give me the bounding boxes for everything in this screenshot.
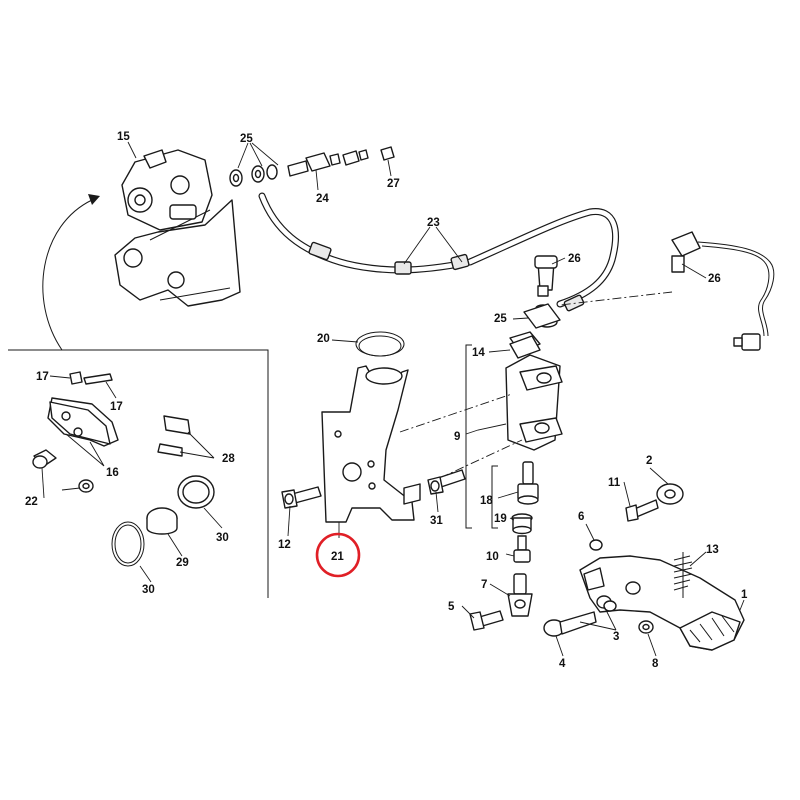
callout-11: 11 [608, 477, 621, 489]
callout-18: 18 [480, 495, 493, 507]
callout-1: 1 [741, 589, 748, 601]
callout-14: 14 [472, 347, 485, 359]
callout-29: 29 [176, 557, 189, 569]
callout-26-left: 26 [568, 253, 581, 265]
callout-7: 7 [481, 579, 487, 591]
brake-pads-kit [32, 371, 191, 493]
brake-hose [258, 192, 619, 312]
callout-22: 22 [25, 496, 38, 508]
inset-arrow [42, 194, 100, 351]
brake-caliper [114, 149, 241, 307]
caliper-pistons-kit [111, 475, 215, 567]
callout-28: 28 [222, 453, 235, 465]
pedal-hardware [543, 483, 693, 637]
callout-30-left: 30 [142, 584, 155, 596]
callout-12: 12 [278, 539, 291, 551]
banjo-fittings-top [229, 146, 395, 187]
mount-dashed-line [399, 393, 513, 433]
leader-lines [41, 141, 745, 657]
callout-17-right: 17 [110, 401, 123, 413]
callout-21: 21 [331, 551, 344, 563]
brake-pedal [579, 555, 745, 651]
master-cylinder-fittings [509, 285, 561, 359]
callout-31: 31 [430, 515, 443, 527]
callout-6: 6 [578, 511, 584, 523]
callout-25-mid: 25 [494, 313, 507, 325]
callout-23: 23 [427, 217, 440, 229]
callout-17-left: 17 [36, 371, 49, 383]
clevis-and-bolt [469, 573, 533, 631]
callout-2: 2 [646, 455, 652, 467]
callout-19: 19 [494, 513, 507, 525]
switch-dashed-line [559, 291, 673, 306]
callout-8: 8 [652, 658, 659, 670]
callout-30-right: 30 [216, 532, 229, 544]
callout-16: 16 [106, 467, 119, 479]
callout-15: 15 [117, 131, 130, 143]
group-brackets [465, 344, 507, 529]
callout-27: 27 [387, 178, 400, 190]
brake-light-switch [671, 231, 775, 351]
hose-clamp [355, 331, 405, 357]
callout-25-top: 25 [240, 133, 253, 145]
callout-13: 13 [706, 544, 719, 556]
bolt31-dashed-line [439, 439, 523, 479]
callout-9: 9 [454, 431, 460, 443]
mounting-bolts [281, 469, 466, 509]
callout-24: 24 [316, 193, 329, 205]
master-cylinder-bracket [321, 365, 421, 523]
inset-frame [8, 349, 269, 598]
callout-4: 4 [559, 658, 566, 670]
callout-labels: 15 25 24 27 23 26 26 25 14 20 9 17 17 16… [25, 131, 748, 670]
callout-20: 20 [317, 333, 330, 345]
highlight-circle-part-21 [315, 532, 361, 578]
callout-5: 5 [448, 601, 455, 613]
push-rod-parts [511, 461, 539, 563]
callout-10: 10 [486, 551, 499, 563]
callout-26-right: 26 [708, 273, 721, 285]
callout-3: 3 [613, 631, 619, 643]
